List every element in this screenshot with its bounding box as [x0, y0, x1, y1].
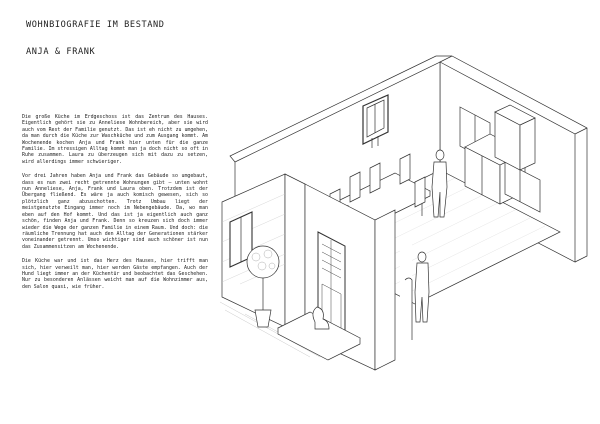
dog — [313, 307, 329, 329]
story-text: Die große Küche im Erdgeschoss ist das Z… — [22, 114, 208, 298]
upper-window — [363, 95, 388, 148]
paragraph-1: Die große Küche im Erdgeschoss ist das Z… — [22, 114, 208, 165]
paragraph-2: Vor drei Jahren haben Anja und Frank das… — [22, 173, 208, 250]
isometric-kitchen-drawing — [200, 52, 590, 382]
paragraph-3: Die Küche war und ist das Herz des Hause… — [22, 258, 208, 290]
person-doorway — [415, 252, 429, 322]
entrance-step — [278, 312, 360, 360]
page-subtitle: ANJA & FRANK — [26, 47, 96, 57]
person-standing — [432, 150, 447, 217]
potted-tree — [247, 246, 279, 327]
fridge — [495, 105, 535, 170]
page-title: WOHNBIOGRAFIE IM BESTAND — [26, 20, 165, 30]
